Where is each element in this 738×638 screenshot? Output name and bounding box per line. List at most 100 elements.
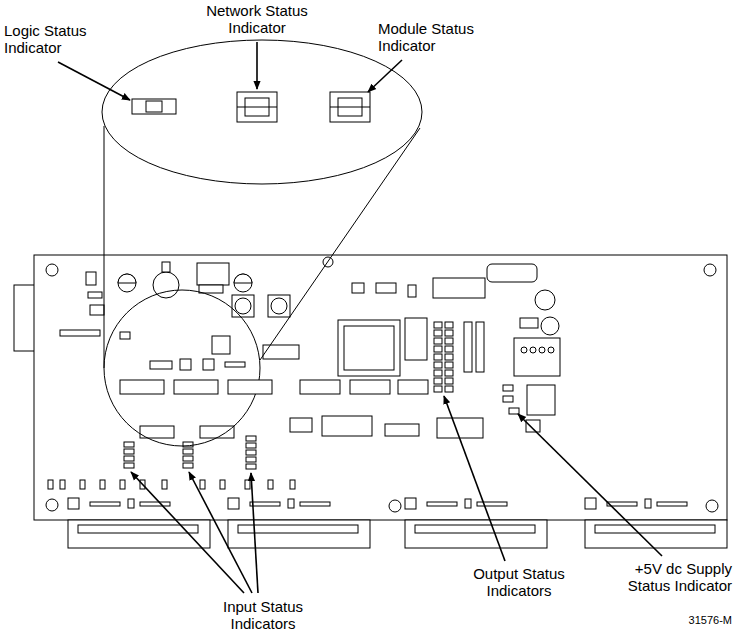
resistor-pack (464, 322, 472, 372)
crystal (405, 318, 427, 360)
relay-pin (530, 347, 536, 353)
callout-label: +5V dc Supply Status Indicator (616, 560, 734, 594)
mount-hole (46, 499, 58, 511)
regulator (527, 385, 555, 415)
output-led (445, 346, 453, 352)
input-led (246, 436, 256, 441)
callout-label: Logic Status Indicator (2, 22, 102, 56)
output-led (434, 354, 442, 360)
header (645, 499, 651, 508)
mount-hole (706, 500, 718, 512)
leader-line (444, 396, 505, 561)
leader-line (368, 60, 402, 92)
header (300, 502, 330, 506)
output-led (434, 338, 442, 344)
header (288, 499, 294, 508)
output-led (434, 370, 442, 376)
terminal-block (405, 520, 547, 548)
chip (300, 380, 340, 394)
component (120, 332, 130, 339)
mount-hole (704, 264, 716, 276)
header (228, 498, 239, 509)
capacitor (118, 274, 136, 292)
output-led (445, 386, 453, 392)
leader-line (256, 42, 258, 89)
header (250, 502, 280, 506)
capacitor (234, 274, 252, 292)
module-led-enlarged (330, 107, 370, 108)
terminal-block (238, 525, 358, 533)
output-led (445, 370, 453, 376)
component (220, 480, 225, 489)
chip (437, 418, 483, 438)
resistor-pack (476, 322, 484, 372)
header (405, 498, 416, 509)
module-led-enlarged (330, 92, 370, 122)
callout-label: Input Status Indicators (196, 598, 330, 632)
mount-hole (389, 500, 401, 512)
input-led (124, 463, 134, 468)
component (535, 290, 555, 310)
terminal-block (415, 525, 535, 533)
logic-led-enlarged (132, 99, 176, 114)
leader-line (58, 62, 130, 100)
component (162, 262, 170, 272)
callout-label: Output Status Indicators (452, 565, 586, 599)
output-led (445, 338, 453, 344)
chip (350, 380, 390, 394)
header (90, 502, 120, 506)
terminal-block (595, 525, 715, 533)
input-led (246, 464, 256, 469)
output-led (445, 330, 453, 336)
diode (212, 336, 230, 354)
magnifier-line (104, 126, 105, 368)
regulator-pins (199, 285, 223, 293)
input-led (246, 457, 256, 462)
header (140, 502, 170, 506)
component (526, 420, 540, 432)
rotary-switch (232, 295, 254, 317)
chip (385, 424, 419, 436)
logic-led (150, 361, 172, 369)
input-led (183, 449, 193, 454)
component (268, 480, 273, 489)
supply-led (509, 408, 519, 414)
magnified-area (104, 290, 260, 446)
leader-line (251, 473, 258, 593)
component (200, 480, 205, 489)
side-connector (14, 285, 36, 351)
capacitor (541, 317, 559, 335)
chip (398, 380, 428, 394)
logic-led-enlarged (146, 101, 162, 112)
header (477, 502, 507, 506)
rotary-switch (268, 295, 290, 317)
input-led (246, 450, 256, 455)
chip (120, 380, 164, 394)
component (88, 292, 102, 298)
component (80, 480, 85, 489)
terminal-block (585, 520, 727, 548)
input-led (183, 456, 193, 461)
output-led (434, 378, 442, 384)
header (657, 502, 687, 506)
leader-line (189, 472, 252, 593)
mount-hole (46, 264, 58, 276)
output-led (434, 322, 442, 328)
magnifier-circle (102, 40, 422, 184)
header (128, 499, 134, 508)
processor-chip (338, 320, 400, 376)
output-led (434, 330, 442, 336)
chip (433, 278, 485, 298)
output-led (445, 322, 453, 328)
component (48, 480, 53, 489)
callout-label: Module Status Indicator (376, 20, 488, 54)
module-led (203, 359, 214, 370)
leader-line (131, 472, 244, 593)
output-led (434, 386, 442, 392)
component (503, 396, 513, 402)
fuse (487, 264, 537, 282)
header (585, 498, 596, 509)
component (408, 285, 416, 297)
component (120, 480, 125, 489)
